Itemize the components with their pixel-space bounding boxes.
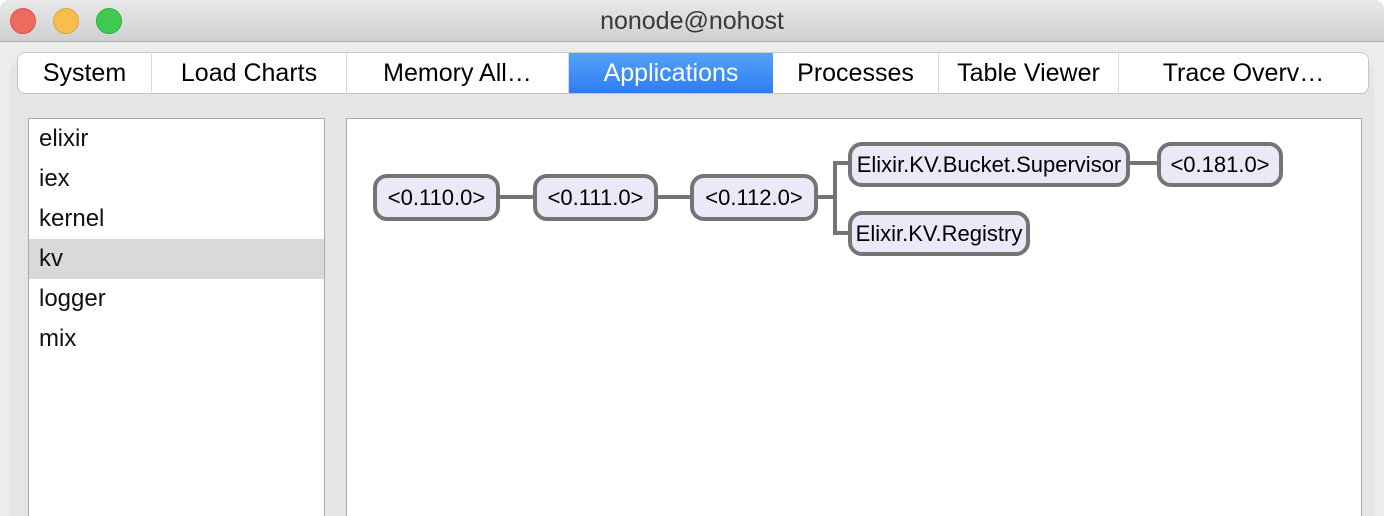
tree-edge (658, 195, 690, 199)
tab-load-charts[interactable]: Load Charts (152, 53, 347, 93)
tree-edge (500, 195, 533, 199)
tree-edge (833, 231, 848, 235)
tree-node-elixir-kv-bucket-supervisor[interactable]: Elixir.KV.Bucket.Supervisor (848, 142, 1130, 187)
applications-list-panel[interactable]: elixir iex kernel kv logger mix (28, 118, 325, 516)
minimize-button[interactable] (53, 8, 79, 34)
tree-node-0-111-0[interactable]: <0.111.0> (533, 174, 658, 221)
app-list-item-kernel[interactable]: kernel (39, 205, 105, 232)
titlebar: nonode@nohost (0, 0, 1384, 42)
tree-node-0-110-0[interactable]: <0.110.0> (373, 174, 500, 221)
close-button[interactable] (10, 8, 36, 34)
tree-edge (1130, 161, 1157, 165)
app-list-item-iex[interactable]: iex (39, 165, 70, 192)
supervision-tree: <0.110.0> <0.111.0> <0.112.0> Elixir.KV.Buc… (347, 119, 1361, 516)
tree-edge (833, 161, 848, 165)
app-list-item-logger[interactable]: logger (39, 285, 106, 312)
app-list-item-elixir[interactable]: elixir (39, 125, 89, 152)
tab-processes[interactable]: Processes (773, 53, 939, 93)
tab-trace-overv[interactable]: Trace Overv… (1162, 59, 1325, 87)
tree-node-0-112-0[interactable]: <0.112.0> (690, 174, 818, 221)
zoom-button[interactable] (96, 8, 122, 34)
app-list-item-mix[interactable]: mix (39, 325, 77, 352)
tab-system[interactable]: System (18, 53, 152, 93)
supervision-tree-panel: <0.110.0> <0.111.0> <0.112.0> Elixir.KV.Buc… (346, 118, 1362, 516)
tree-node-0-181-0[interactable]: <0.181.0> (1157, 142, 1283, 187)
tree-node-elixir-kv-registry[interactable]: Elixir.KV.Registry (848, 211, 1030, 256)
tab-applications[interactable]: Applications (569, 53, 773, 93)
tree-edge (833, 161, 837, 235)
tree-edge (818, 195, 837, 199)
window-title: nonode@nohost (600, 7, 784, 35)
tab-table-viewer[interactable]: Table Viewer (939, 53, 1119, 93)
app-list-item-kv[interactable]: kv (29, 239, 324, 279)
tab-memory-all[interactable]: Memory All… (347, 53, 569, 93)
